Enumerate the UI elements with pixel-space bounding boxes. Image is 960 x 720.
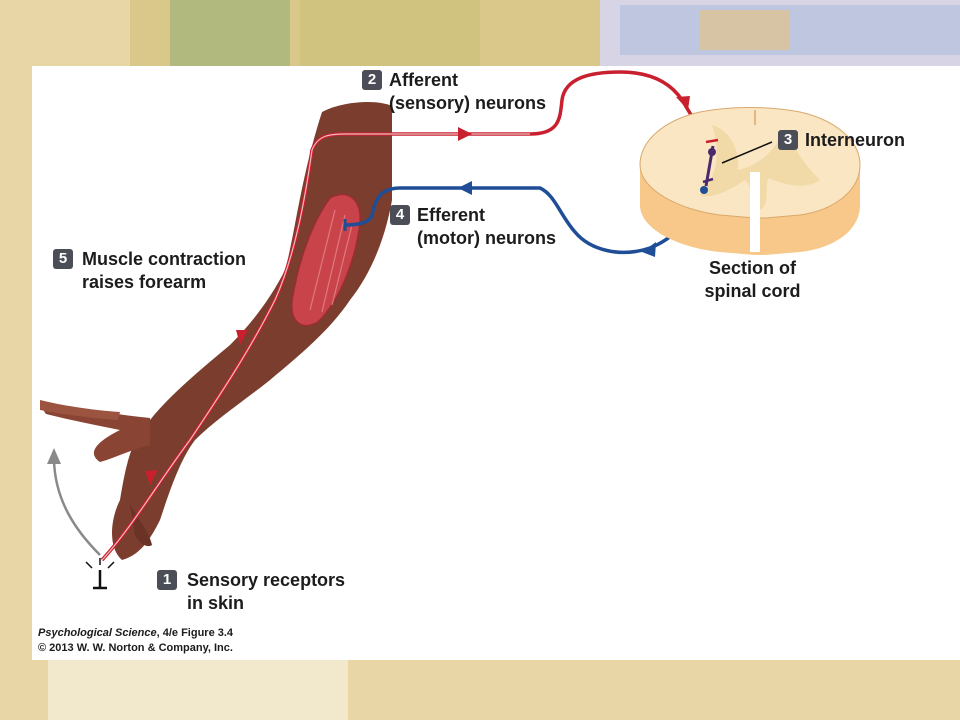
label-spinal-cord: Section of spinal cord bbox=[680, 257, 825, 303]
arm-illustration bbox=[40, 102, 392, 561]
spinal-cord-section bbox=[639, 107, 861, 255]
label-sensory-receptors: Sensory receptors in skin bbox=[187, 569, 345, 615]
label-sensory-receptors-line1: Sensory receptors bbox=[187, 570, 346, 590]
label-spinal-line2: spinal cord bbox=[704, 281, 801, 301]
credit-edition: , 4/e Figure 3.4 bbox=[156, 627, 234, 639]
credit-copyright: © 2013 W. W. Norton & Company, Inc. bbox=[38, 642, 233, 654]
label-efferent-line2: (motor) neurons bbox=[417, 228, 556, 248]
afferent-arrow-4 bbox=[676, 96, 690, 110]
label-afferent-line2: (sensory) neurons bbox=[389, 93, 547, 113]
label-muscle-contraction: Muscle contraction raises forearm bbox=[82, 248, 246, 294]
label-afferent-line1: Afferent bbox=[389, 70, 459, 90]
interneuron bbox=[700, 138, 773, 194]
afferent-arrow-2 bbox=[236, 330, 248, 345]
figure-credit: Psychological Science, 4/e Figure 3.4 © … bbox=[38, 626, 233, 656]
credit-book-title: Psychological Science bbox=[38, 627, 157, 639]
step-badge-4: 4 bbox=[390, 205, 410, 225]
label-afferent-neurons: Afferent (sensory) neurons bbox=[389, 69, 546, 115]
label-interneuron: Interneuron bbox=[805, 130, 906, 150]
afferent-arrow-1 bbox=[145, 470, 158, 485]
step-badge-1: 1 bbox=[157, 570, 177, 590]
raise-motion-arrow bbox=[52, 459, 101, 556]
efferent-arrow-1 bbox=[458, 181, 472, 195]
label-efferent-neurons: Efferent (motor) neurons bbox=[417, 204, 556, 250]
step-badge-5: 5 bbox=[53, 249, 73, 269]
efferent-neuron-path bbox=[344, 186, 705, 255]
efferent-arrow-2 bbox=[642, 242, 656, 257]
afferent-neuron-path bbox=[100, 70, 707, 562]
label-muscle-line1: Muscle contraction bbox=[82, 249, 247, 269]
label-muscle-line2: raises forearm bbox=[82, 272, 207, 292]
step-badge-2: 2 bbox=[362, 70, 382, 90]
label-sensory-receptors-line2: in skin bbox=[187, 593, 245, 613]
step-badge-3: 3 bbox=[778, 130, 798, 150]
credit-line1: Psychological Science, 4/e Figure 3.4 bbox=[38, 626, 233, 641]
label-spinal-line1: Section of bbox=[708, 258, 796, 278]
sensory-receptor-icon bbox=[85, 558, 115, 590]
afferent-arrow-3 bbox=[458, 127, 472, 141]
label-efferent-line1: Efferent bbox=[417, 205, 486, 225]
biceps-muscle bbox=[291, 193, 361, 327]
